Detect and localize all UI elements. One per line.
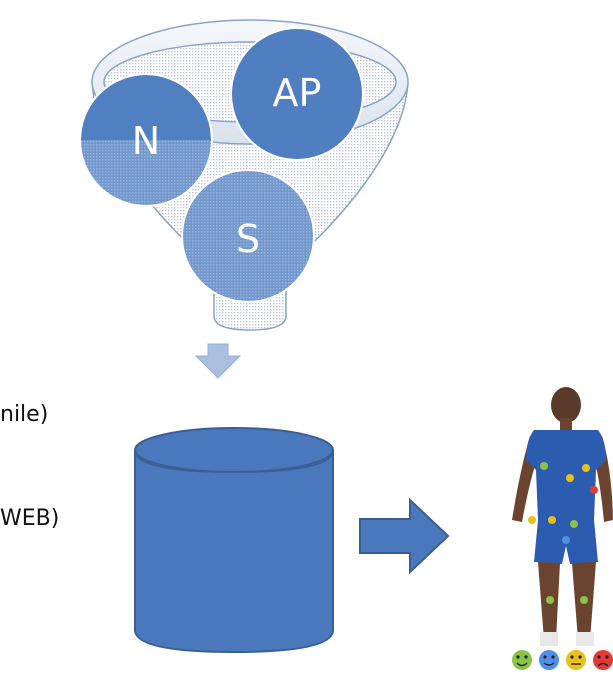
circle-ap [230,27,364,161]
circle-label-s: S [236,217,260,261]
circle-label-n: N [132,119,160,163]
arrow-right-icon [359,497,450,575]
human-body-pain-map-image [500,380,613,675]
circle-label-ap: AP [273,71,322,115]
circle-s [181,169,315,303]
side-label-mobile: nile) [0,402,49,427]
database-cylinder-icon [134,427,334,654]
circle-n [79,73,213,207]
side-label-web: WEB) [0,506,60,531]
arrow-down-icon [194,343,242,379]
